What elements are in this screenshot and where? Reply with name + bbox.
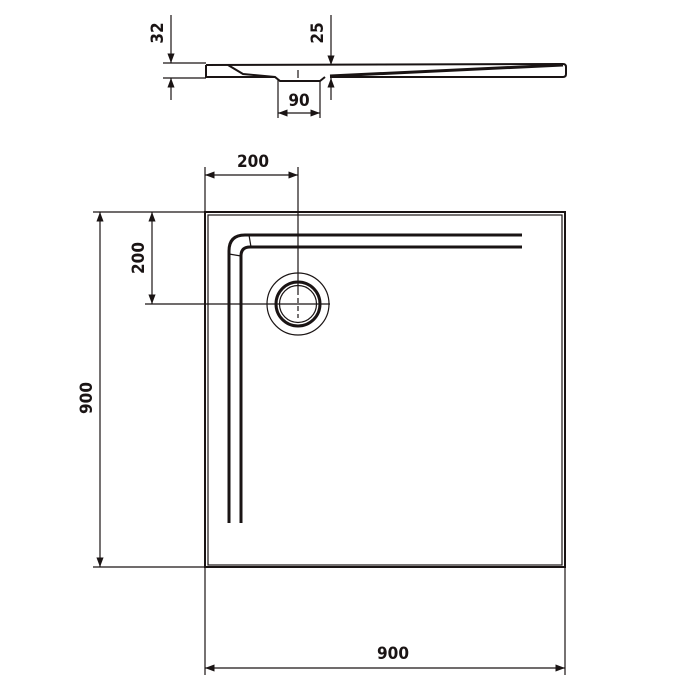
dim-label-25: 25 (308, 22, 328, 43)
dim-label-32: 32 (148, 22, 168, 43)
side-profile (205, 62, 567, 82)
dimension-height-total: 32 (148, 15, 206, 100)
dimension-width: 900 (204, 567, 566, 675)
tray-outline (204, 211, 566, 568)
dimension-drain-offset-x: 200 (204, 152, 299, 290)
top-view: 200 200 900 900 (77, 152, 566, 675)
tray-inner-edge (207, 214, 563, 566)
dim-label-90: 90 (288, 91, 309, 111)
dim-label-900-bottom: 900 (377, 644, 409, 664)
dim-label-200-left: 200 (129, 242, 149, 274)
dimension-drain-width: 90 (277, 80, 321, 118)
dimension-drain-offset-y: 200 (129, 211, 330, 305)
dim-label-200-top: 200 (237, 152, 269, 172)
dimension-drain-height: 25 (308, 15, 335, 100)
dimension-height: 900 (77, 211, 205, 568)
drain-channel (227, 233, 522, 523)
dim-label-900-left: 900 (77, 382, 97, 414)
side-view: 32 25 90 (148, 15, 567, 118)
